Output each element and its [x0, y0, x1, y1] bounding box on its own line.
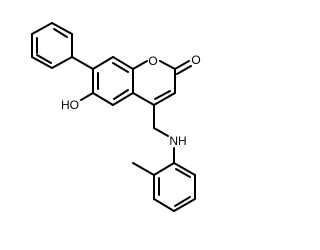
ring-oxygen-label: O — [148, 54, 157, 68]
bond — [132, 92, 155, 106]
bond — [153, 162, 175, 176]
bond — [153, 92, 176, 106]
bond — [92, 92, 114, 106]
bond — [51, 22, 73, 35]
amine-label: NH — [169, 134, 186, 148]
bond — [31, 22, 53, 35]
double-bond-inner — [112, 62, 129, 73]
bond-phenyl-coumarin — [71, 56, 94, 70]
bond — [112, 92, 134, 106]
molecule-canvas: O O HO NH — [31, 22, 201, 212]
coumarin-benzene-ring — [92, 56, 134, 106]
bond — [31, 56, 53, 69]
pyrone-ring — [132, 60, 176, 106]
double-bond-inner — [53, 28, 68, 38]
bond — [174, 60, 190, 70]
bond — [173, 198, 196, 212]
double-bond-inner — [113, 89, 129, 100]
double-bond-inner — [174, 196, 191, 207]
bond — [51, 56, 73, 69]
bond — [153, 127, 169, 137]
chemical-structure-diagram: O O HO NH — [31, 22, 201, 212]
carbonyl-group — [174, 60, 192, 75]
bond — [92, 56, 114, 70]
aminomethyl-linker — [153, 104, 175, 164]
bond — [132, 60, 148, 70]
bond-hydroxyl — [80, 92, 94, 101]
bond — [112, 56, 134, 70]
double-bond-inner — [175, 168, 191, 178]
bond — [159, 60, 176, 70]
tolyl-ring — [153, 162, 196, 212]
bond — [176, 65, 192, 75]
bond — [153, 198, 175, 212]
double-bond-inner — [36, 54, 52, 64]
double-bond-inner — [154, 90, 171, 100]
phenyl-ring — [31, 22, 73, 69]
bond-methyl — [132, 162, 155, 176]
bond — [173, 162, 196, 176]
hydroxyl-label: HO — [61, 98, 79, 112]
carbonyl-oxygen-label: O — [191, 53, 200, 67]
